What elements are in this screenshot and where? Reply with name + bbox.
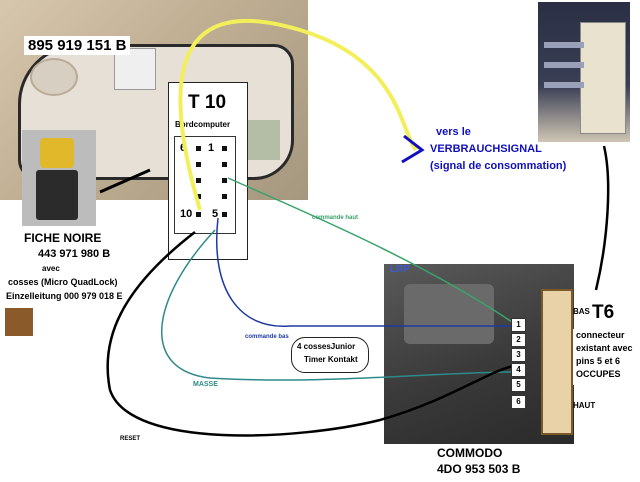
t10-pin-cavity [196, 194, 201, 199]
commodo-pin-1: 1 [511, 318, 526, 332]
t10-pin-cavity [196, 212, 201, 217]
fiche-noire-part-number: 443 971 980 B [38, 248, 111, 260]
t6-wire [544, 62, 584, 68]
black-wire-fiche [99, 168, 151, 194]
t6-note [573, 329, 635, 385]
t10-pin-cavity [196, 146, 201, 151]
signal-line-1: vers le [436, 126, 471, 138]
black-wire-reset [106, 231, 515, 437]
fiche-noire-einzelleitung: Einzelleitung 000 979 018 E [6, 291, 123, 301]
t6-label-bas: BAS [573, 307, 590, 316]
commodo-brand: LRP [390, 264, 410, 275]
yellow-wire [178, 18, 418, 211]
callout-line-1: 4 cossesJunior [297, 342, 356, 351]
t10-pin-cavity [196, 178, 201, 183]
t10-title: T 10 [188, 92, 227, 113]
t10-pin-cavity [222, 146, 227, 151]
green-wire-haut [227, 177, 513, 323]
t6-note-line-1: connecteur [576, 330, 625, 340]
signal-arrow [401, 134, 425, 164]
t6-note-line-4: OCCUPES [576, 369, 621, 379]
t10-pin-cavity [196, 162, 201, 167]
t10-pin-6: 6 [180, 142, 187, 154]
signal-line-2: VERBRAUCHSIGNAL [430, 143, 542, 155]
commodo-pin-5: 5 [511, 378, 526, 392]
t6-title: T6 [592, 302, 615, 323]
timer-kontakt-callout [291, 337, 369, 373]
commodo-body [404, 284, 494, 344]
fiche-noire-body [36, 170, 78, 220]
t6-connector-photo [538, 2, 630, 142]
commodo-pin-4: 4 [511, 363, 526, 377]
t6-connector [541, 289, 573, 435]
black-wire-t6 [594, 145, 610, 291]
label-commande-bas: commande bas [245, 334, 289, 340]
t10-connector-box [168, 82, 248, 260]
blue-wire-bas [216, 217, 514, 327]
commodo-pin-2: 2 [511, 333, 526, 347]
fiche-noire-photo [22, 130, 96, 226]
fiche-noire-cosses: cosses (Micro QuadLock) [8, 277, 118, 287]
label-reset: RESET [120, 436, 141, 442]
t10-pin-5: 5 [212, 208, 219, 220]
fiche-noire-avec: avec [42, 264, 60, 273]
brown-swatch [5, 308, 33, 336]
cluster-gauge-ring [30, 58, 78, 96]
commodo-title: COMMODO [437, 446, 503, 460]
t10-pin-cavity [222, 178, 227, 183]
teal-wire-masse [161, 229, 515, 381]
commodo-part-number: 4DO 953 503 B [437, 462, 521, 476]
t10-pin-cavity [222, 194, 227, 199]
cluster-part-number: 895 919 151 B [24, 36, 131, 55]
commodo-pin-6: 6 [511, 395, 526, 409]
commodo-pin-3: 3 [511, 348, 526, 362]
t10-pin-1: 1 [208, 142, 215, 154]
label-commande-haut: commande haut [312, 215, 359, 221]
callout-line-2: Timer Kontakt [304, 355, 358, 364]
t10-subtitle: Bordcomputer [175, 120, 231, 129]
cluster-connector [114, 48, 156, 90]
fiche-noire-title: FICHE NOIRE [24, 231, 102, 245]
t10-pin-cavity [222, 162, 227, 167]
t6-note-line-2: existant avec [576, 343, 633, 353]
t10-pin-cavity [222, 212, 227, 217]
t6-note-line-3: pins 5 et 6 [576, 356, 621, 366]
t6-wire [544, 42, 584, 48]
t6-wire [544, 82, 584, 88]
t10-pin-10: 10 [180, 208, 193, 220]
signal-line-3: (signal de consommation) [430, 160, 567, 172]
t10-pin-grid [174, 136, 236, 234]
t6-label-haut: HAUT [573, 401, 596, 410]
t6-connector-body [580, 22, 626, 134]
label-masse: MASSE [193, 381, 218, 388]
fiche-noire-yellow-wire [40, 138, 74, 168]
